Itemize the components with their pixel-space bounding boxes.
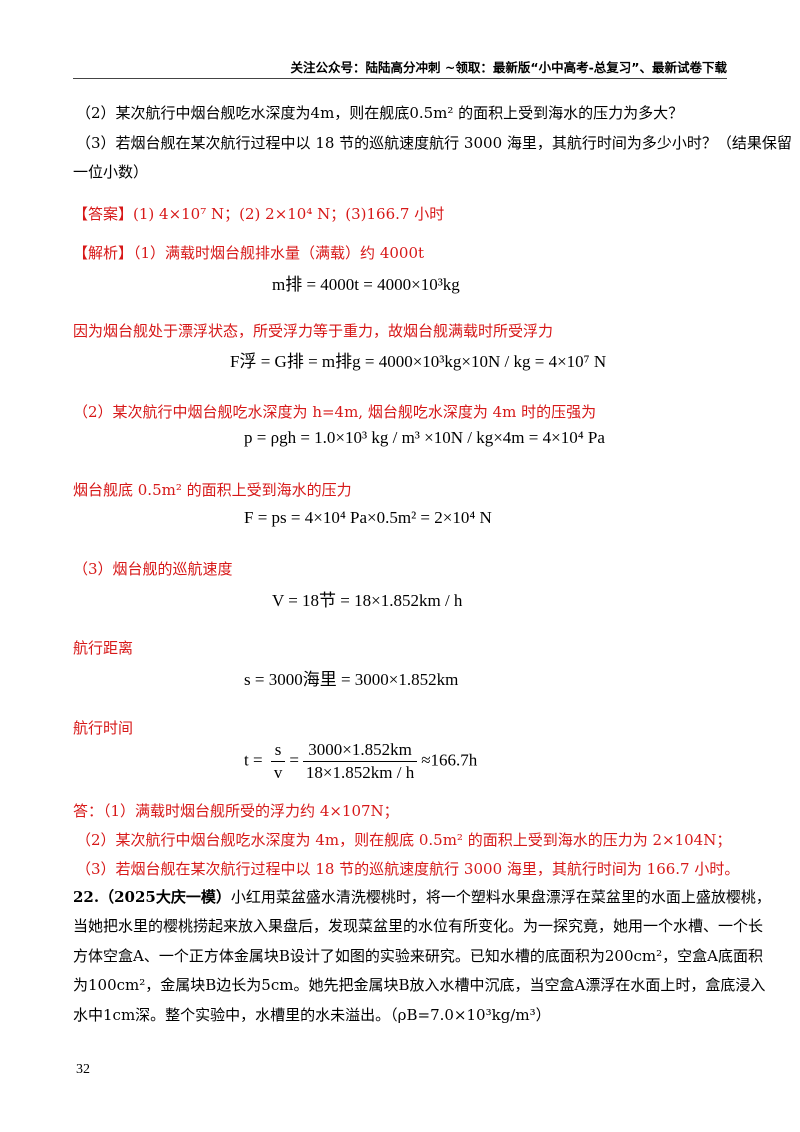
- question-3-line1: （3）若烟台舰在某次航行过程中以 18 节的巡航速度航行 3000 海里，其航行…: [76, 134, 792, 152]
- analysis-text-2: 因为烟台舰处于漂浮状态，所受浮力等于重力，故烟台舰满载时所受浮力: [73, 322, 554, 340]
- equation-force: F = ps = 4×10⁴ Pa×0.5m² = 2×10⁴ N: [244, 508, 492, 527]
- question-22-line4: 为100cm²，金属块B边长为5cm。她先把金属块B放入水槽中沉底，当空盒A漂浮…: [73, 976, 766, 994]
- analysis-text-3: （2）某次航行中烟台舰吃水深度为 h=4m, 烟台舰吃水深度为 4m 时的压强为: [73, 403, 597, 421]
- answer-text: (1) 4×10⁷ N；(2) 2×10⁴ N；(3)166.7 小时: [133, 205, 445, 223]
- analysis-text-4: 烟台舰底 0.5m² 的面积上受到海水的压力: [73, 481, 352, 499]
- fraction-denominator: 18×1.852km / h: [305, 763, 415, 782]
- equation-speed: V = 18节 = 18×1.852km / h: [272, 591, 463, 610]
- fraction-v: v: [273, 763, 283, 782]
- conclusion-3: （3）若烟台舰在某次航行过程中以 18 节的巡航速度航行 3000 海里，其航行…: [76, 860, 740, 878]
- header-rule: [73, 78, 727, 79]
- conclusion-2: （2）某次航行中烟台舰吃水深度为 4m，则在舰底 0.5m² 的面积上受到海水的…: [76, 831, 732, 849]
- equation-distance: s = 3000海里 = 3000×1.852km: [244, 670, 459, 689]
- time-result: ≈166.7h: [421, 750, 478, 770]
- question-2: （2）某次航行中烟台舰吃水深度为4m，则在舰底0.5m² 的面积上受到海水的压力…: [76, 104, 684, 122]
- analysis-tag: 【解析】: [73, 244, 134, 262]
- analysis-text-6: 航行距离: [73, 639, 134, 657]
- question-22-text-1: 小红用菜盆盛水清洗樱桃时，将一个塑料水果盘漂浮在菜盆里的水面上盛放樱桃，: [230, 888, 771, 906]
- analysis-line-1: 【解析】（1）满载时烟台舰排水量（满载）约 4000t: [73, 242, 424, 263]
- analysis-text-7: 航行时间: [73, 719, 134, 737]
- question-22-line1: 22.（2025大庆一模）小红用菜盆盛水清洗樱桃时，将一个塑料水果盘漂浮在菜盆里…: [73, 886, 771, 907]
- question-22-line2: 当她把水里的樱桃捞起来放入果盘后，发现菜盆里的水位有所变化。为一探究竟，她用一个…: [73, 917, 764, 935]
- fraction-s: s: [270, 740, 286, 762]
- question-22-line3: 方体空盒A、一个正方体金属块B设计了如图的实验来研究。已知水槽的底面积为200c…: [73, 947, 763, 965]
- analysis-text-1: （1）满载时烟台舰排水量（满载）约 4000t: [133, 244, 425, 262]
- question-22-line5: 水中1cm深。整个实验中，水槽里的水未溢出。（ρB=7.0×10³kg/m³）: [73, 1006, 551, 1024]
- time-lhs: t =: [244, 750, 267, 770]
- answer-tag: 【答案】: [73, 205, 134, 223]
- answer-line: 【答案】(1) 4×10⁷ N；(2) 2×10⁴ N；(3)166.7 小时: [73, 203, 444, 224]
- question-3-line2: 一位小数）: [73, 163, 149, 181]
- page-number: 32: [76, 1062, 90, 1077]
- equation-pressure: p = ρgh = 1.0×10³ kg / m³ ×10N / kg×4m =…: [244, 428, 605, 447]
- analysis-text-5: （3）烟台舰的巡航速度: [73, 560, 233, 578]
- conclusion-1: 答：（1）满载时烟台舰所受的浮力约 4×107N；: [73, 802, 399, 820]
- page-header: 关注公众号：陆陆高分冲刺 ~领取：最新版“小中高考-总复习”、最新试卷下载: [290, 60, 727, 75]
- time-equals: =: [289, 750, 299, 770]
- fraction-numerator: 3000×1.852km: [302, 740, 418, 762]
- equation-buoyancy: F浮 = G排 = m排g = 4000×10³kg×10N / kg = 4×…: [230, 352, 607, 371]
- equation-mass: m排 = 4000t = 4000×10³kg: [272, 275, 460, 294]
- question-22-label: 22.（2025大庆一模）: [73, 888, 231, 906]
